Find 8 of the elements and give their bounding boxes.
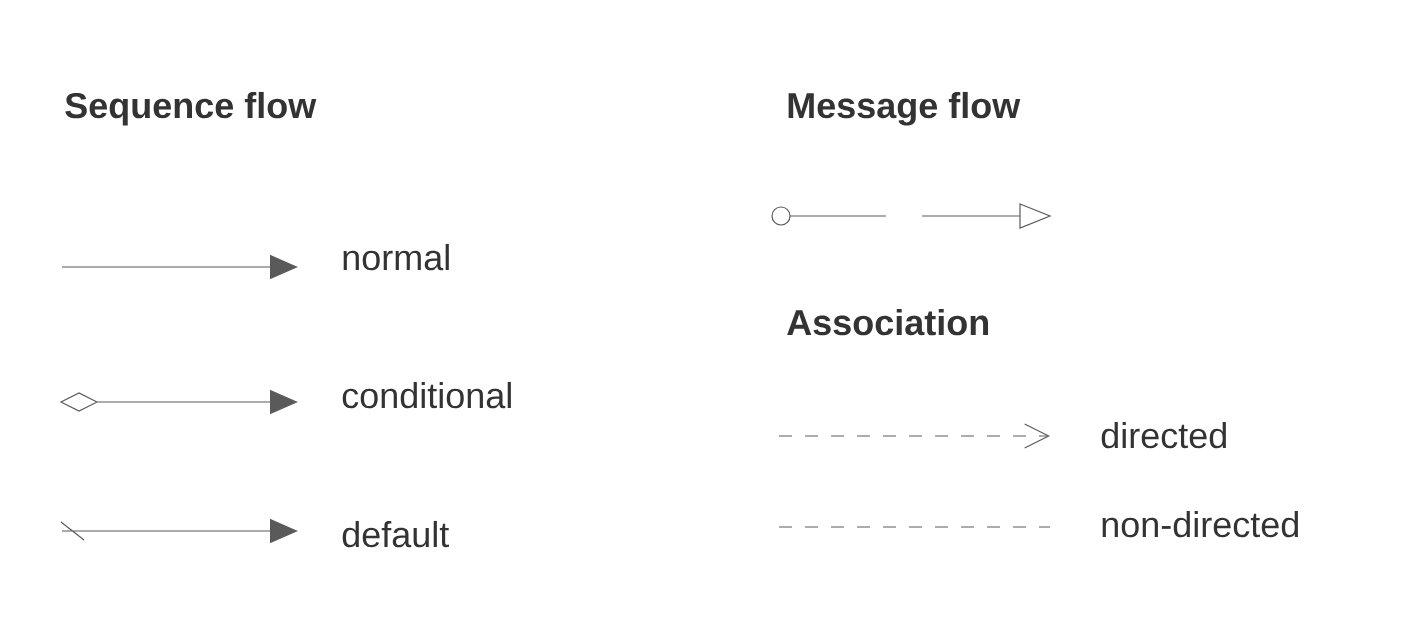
legend-label: normal — [343, 243, 449, 271]
heading: Association — [787, 308, 988, 336]
legend-label: directed — [1101, 421, 1226, 449]
legend-label: non-directed — [1102, 510, 1298, 538]
legend-label: default — [342, 520, 449, 548]
heading: Message flow — [788, 91, 1021, 126]
legend-label: conditional — [342, 381, 511, 409]
heading: Sequence flow — [65, 91, 317, 126]
